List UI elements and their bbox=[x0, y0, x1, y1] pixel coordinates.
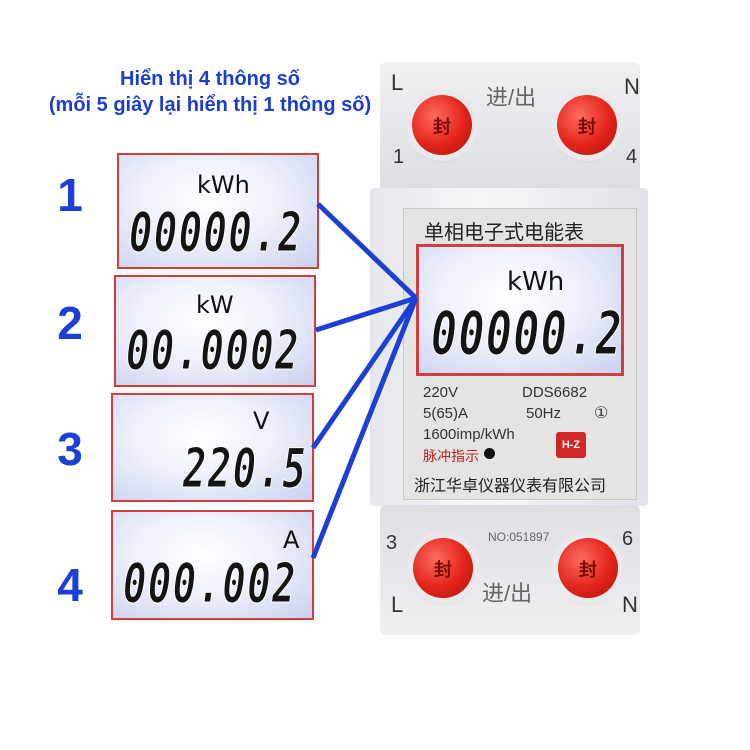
lcd-unit-v: V bbox=[253, 407, 270, 435]
connector-line-3 bbox=[310, 296, 419, 450]
terminal-seal-text: 封 bbox=[433, 117, 451, 138]
meter-voltage: 220V bbox=[423, 384, 459, 401]
terminal-seal-text: 封 bbox=[579, 560, 597, 581]
panel-number-3: 3 bbox=[57, 423, 83, 475]
meter-logo-text: H-Z bbox=[561, 439, 581, 451]
meter-lcd-unit: kWh bbox=[507, 267, 565, 297]
meter-top-left-label: L bbox=[391, 70, 404, 95]
lcd-unit-kw: kW bbox=[196, 291, 234, 319]
terminal-top-left: 封 bbox=[412, 95, 472, 155]
meter-pulse-label: 脉冲指示 bbox=[423, 448, 479, 464]
meter-top-right-label: N bbox=[624, 74, 640, 99]
meter-top-inout-label: 进/出 bbox=[486, 85, 537, 110]
terminal-bottom-right: 封 bbox=[558, 538, 618, 598]
lcd-value-a: 000.002 bbox=[123, 552, 297, 616]
meter-top-num-left: 1 bbox=[393, 146, 405, 168]
caption-line-2: (mỗi 5 giây lại hiển thị 1 thông số) bbox=[48, 94, 372, 116]
meter-model: DDS6682 bbox=[522, 384, 588, 401]
lcd-value-kwh: 00000.2 bbox=[129, 201, 303, 265]
meter-top-num-right: 4 bbox=[626, 146, 638, 168]
lcd-unit-kwh: kWh bbox=[197, 171, 250, 199]
meter-frequency: 50Hz bbox=[526, 405, 562, 422]
connector-line-4 bbox=[310, 297, 419, 559]
lcd-panel-kwh: kWh 00000.2 bbox=[117, 153, 319, 269]
caption-line-1: Hiển thị 4 thông số bbox=[120, 68, 300, 90]
meter-constant: 1600imp/kWh bbox=[423, 426, 515, 443]
meter-bot-left-label: L bbox=[391, 592, 404, 617]
panel-number-2: 2 bbox=[57, 297, 83, 349]
meter-bot-num-left: 3 bbox=[386, 532, 398, 554]
terminal-seal-text: 封 bbox=[434, 560, 452, 581]
pulse-indicator-led bbox=[484, 448, 495, 459]
lcd-panel-a: A 000.002 bbox=[111, 510, 314, 620]
meter-lcd-value: 00000.2 bbox=[431, 299, 624, 370]
connector-line-2 bbox=[315, 295, 417, 333]
meter-title: 单相电子式电能表 bbox=[424, 222, 584, 244]
lcd-panel-v: V 220.5 bbox=[111, 393, 314, 502]
terminal-bottom-left: 封 bbox=[413, 538, 473, 598]
meter-serial: NO:051897 bbox=[488, 530, 550, 544]
connector-line-1 bbox=[316, 202, 418, 300]
lcd-panel-kw: kW 00.0002 bbox=[114, 275, 316, 387]
meter-class: ① bbox=[594, 405, 609, 422]
meter-bottom-inout-label: 进/出 bbox=[482, 581, 533, 606]
lcd-unit-a: A bbox=[283, 526, 300, 554]
meter-current: 5(65)A bbox=[423, 405, 469, 422]
meter-bot-num-right: 6 bbox=[622, 528, 634, 550]
terminal-top-right: 封 bbox=[557, 95, 617, 155]
meter-logo: H-Z bbox=[556, 432, 586, 458]
lcd-value-v: 220.5 bbox=[183, 437, 308, 501]
meter-manufacturer: 浙江华卓仪器仪表有限公司 bbox=[414, 478, 607, 495]
panel-number-1: 1 bbox=[57, 169, 83, 221]
meter-bot-right-label: N bbox=[622, 592, 638, 617]
meter-lcd: kWh 00000.2 bbox=[416, 244, 624, 376]
terminal-seal-text: 封 bbox=[578, 117, 596, 138]
caption: Hiển thị 4 thông số (mỗi 5 giây lại hiển… bbox=[0, 66, 420, 118]
panel-number-4: 4 bbox=[57, 559, 83, 611]
lcd-value-kw: 00.0002 bbox=[126, 319, 300, 383]
